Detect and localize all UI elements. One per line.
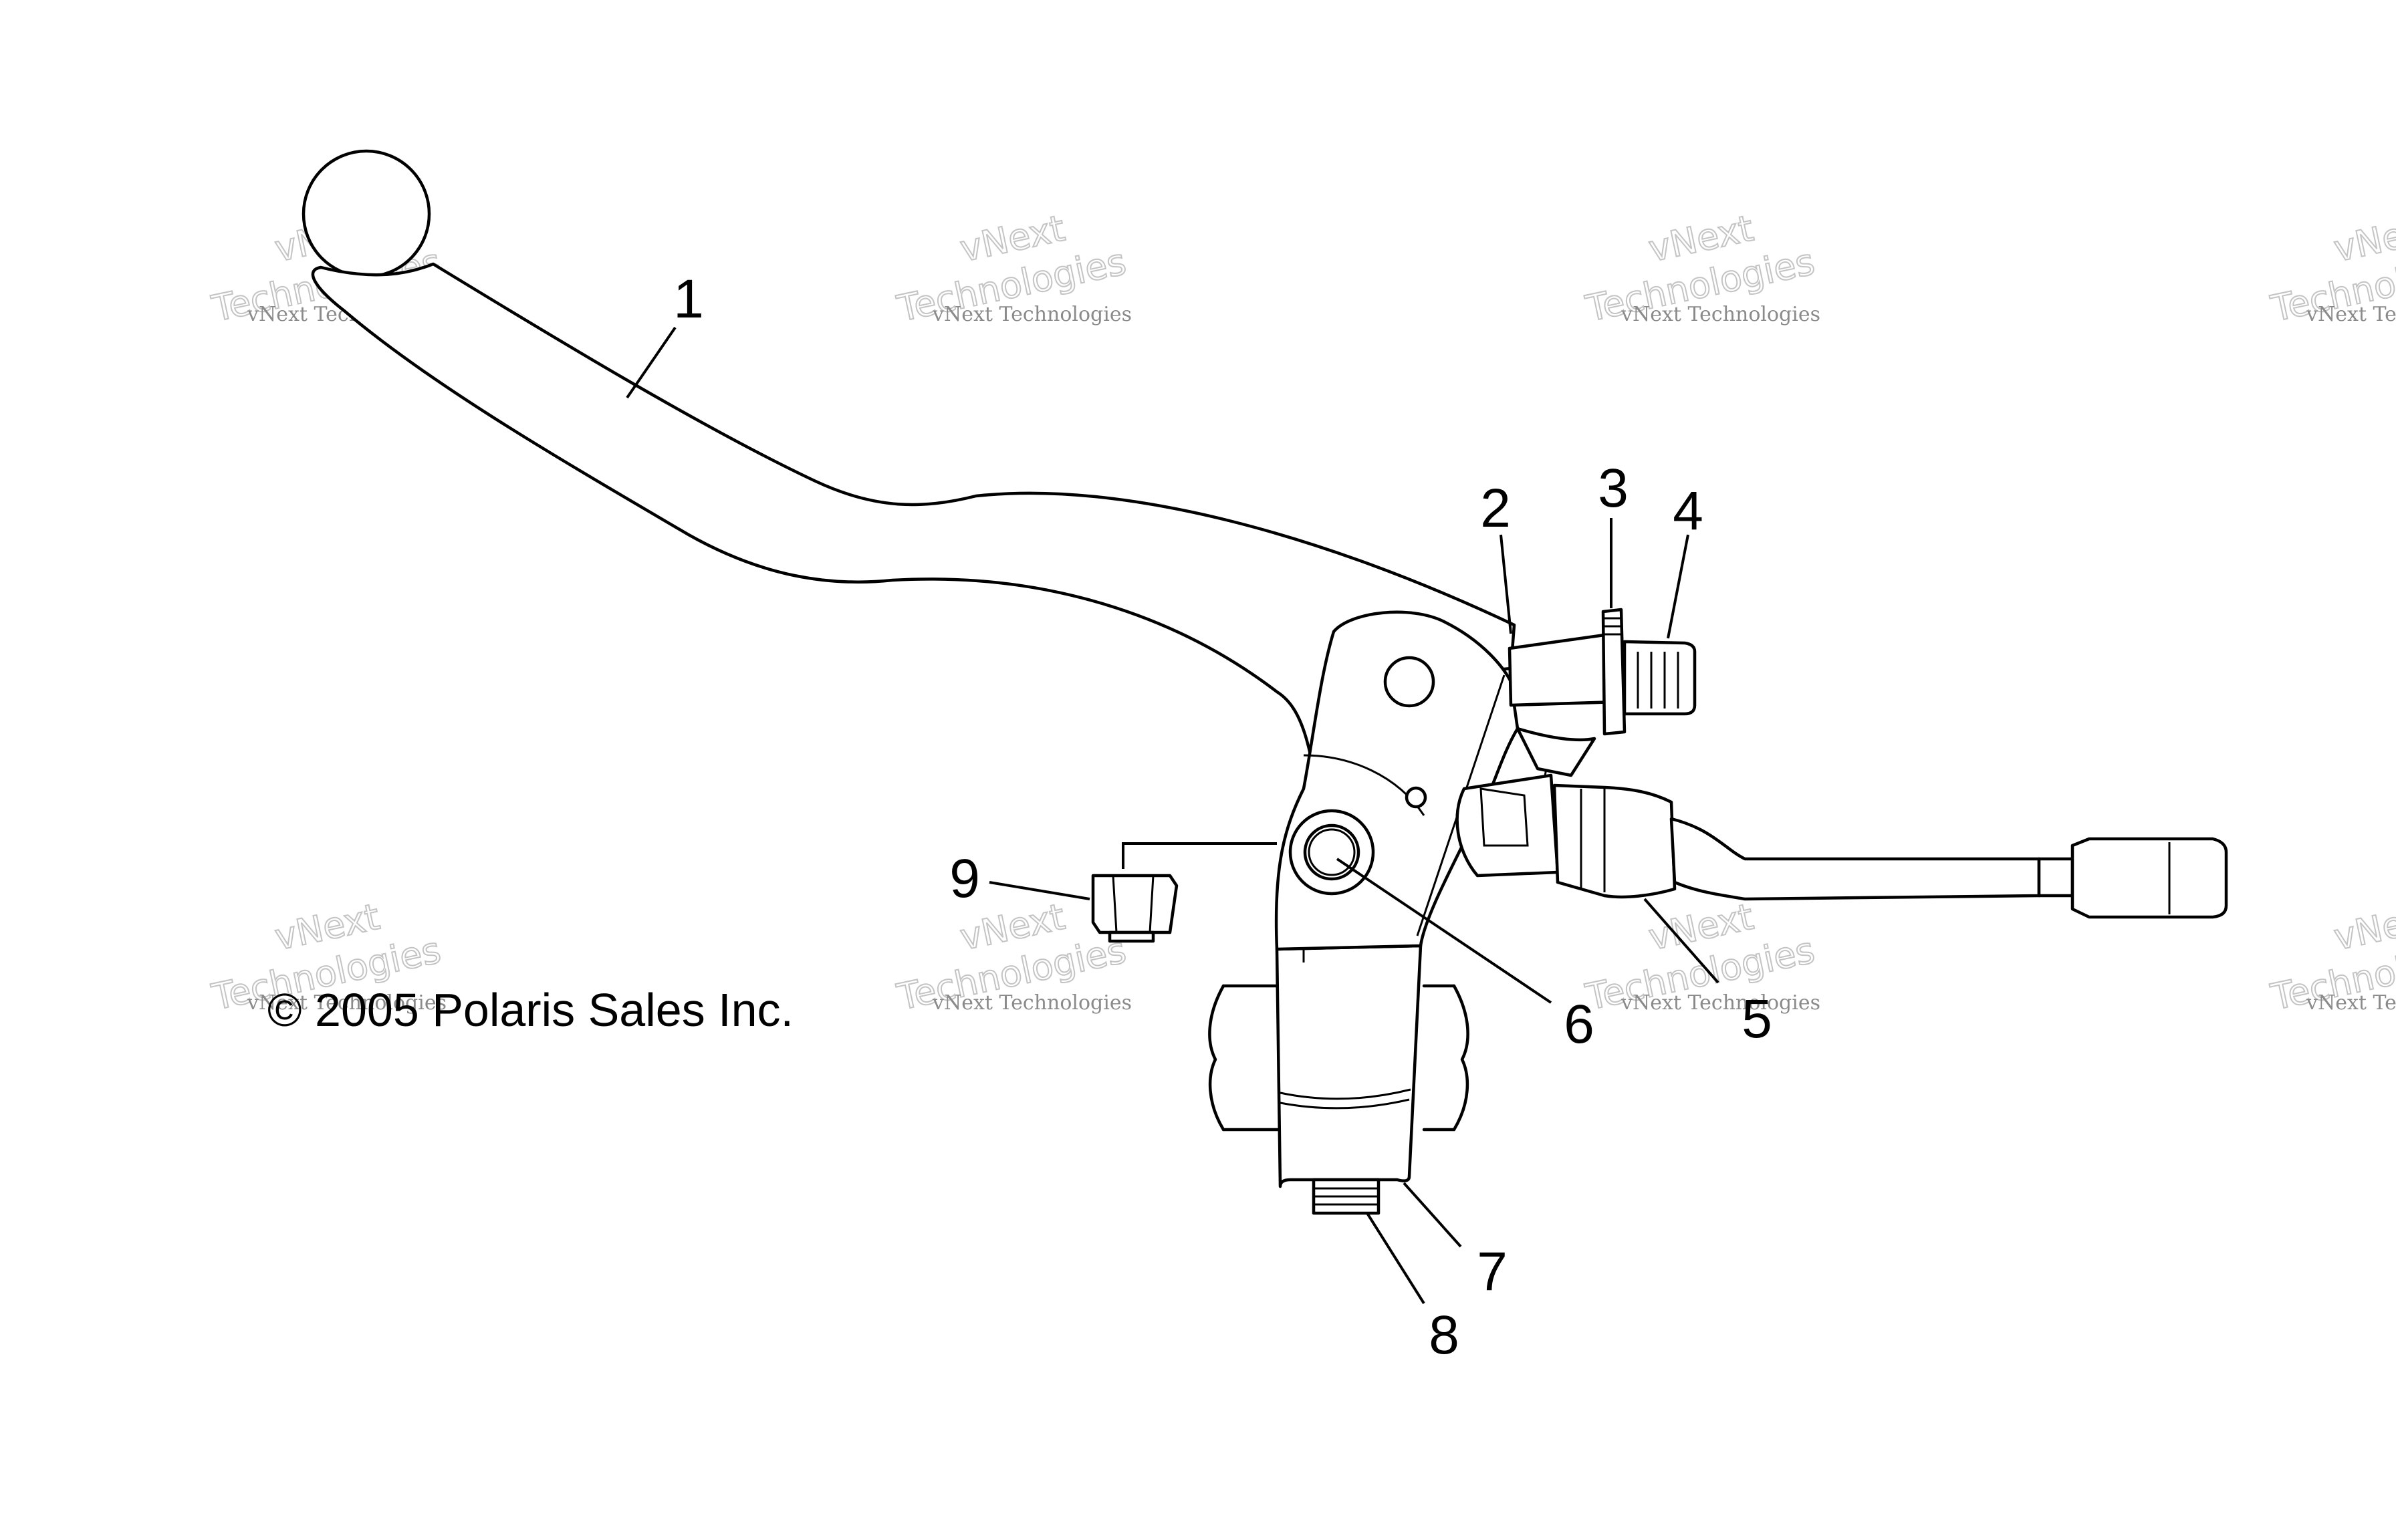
watermark-small: vNext Technologies xyxy=(1621,991,1820,1015)
leader-lines xyxy=(626,326,1719,1305)
bottom-screw xyxy=(1312,1178,1381,1215)
small-pin xyxy=(1405,786,1427,809)
cable-adjuster xyxy=(1508,608,1697,777)
clamp-body xyxy=(1275,938,1423,1188)
watermark-tile: vNext Technologies vNext Technologies xyxy=(1581,895,1820,1019)
watermark-big-line1: vNext xyxy=(2330,896,2396,958)
watermark-small: vNext Technologies xyxy=(2306,991,2396,1015)
watermark-tile: vNext Technologies vNext Technologies xyxy=(1581,207,1820,331)
callout-9: 9 xyxy=(949,848,980,909)
callout-5: 5 xyxy=(1742,989,1772,1049)
cable-end-fitting xyxy=(2070,837,2228,919)
watermark-small: vNext Technologies xyxy=(932,303,1132,326)
watermark-tile: vNext Technologies vNext Technologies xyxy=(2266,895,2396,1019)
perch-hole xyxy=(1383,656,1435,708)
watermark-small: vNext Technologies xyxy=(247,991,447,1015)
watermark-tile: vNext Technologies vNext Technologies xyxy=(892,207,1132,331)
watermark-small: vNext Technologies xyxy=(1621,303,1820,326)
copyright-text: © 2005 Polaris Sales Inc. xyxy=(267,984,794,1036)
callout-2: 2 xyxy=(1480,478,1511,539)
callout-labels: 1 2 3 4 5 6 7 8 9 xyxy=(673,269,1772,1366)
lever-ball-end xyxy=(302,149,431,279)
callout-6: 6 xyxy=(1564,994,1594,1055)
handlebar-tube xyxy=(1208,984,1469,1132)
callout-3: 3 xyxy=(1598,458,1629,519)
watermark-small: vNext Technologies xyxy=(932,991,1132,1015)
callout-7: 7 xyxy=(1477,1241,1508,1302)
callout-8: 8 xyxy=(1429,1305,1459,1366)
callout-4: 4 xyxy=(1673,481,1703,541)
watermark-small: vNext Technologies xyxy=(2306,303,2396,326)
adjuster-knob xyxy=(1623,640,1697,716)
watermark-tile: vNext Technologies vNext Technologies xyxy=(2266,207,2396,331)
watermark-big-line1: vNext xyxy=(2330,207,2396,270)
hex-nut xyxy=(1091,874,1179,943)
lock-nut xyxy=(1601,608,1627,736)
callout-1: 1 xyxy=(673,269,704,330)
switch-housing xyxy=(1455,773,2228,919)
